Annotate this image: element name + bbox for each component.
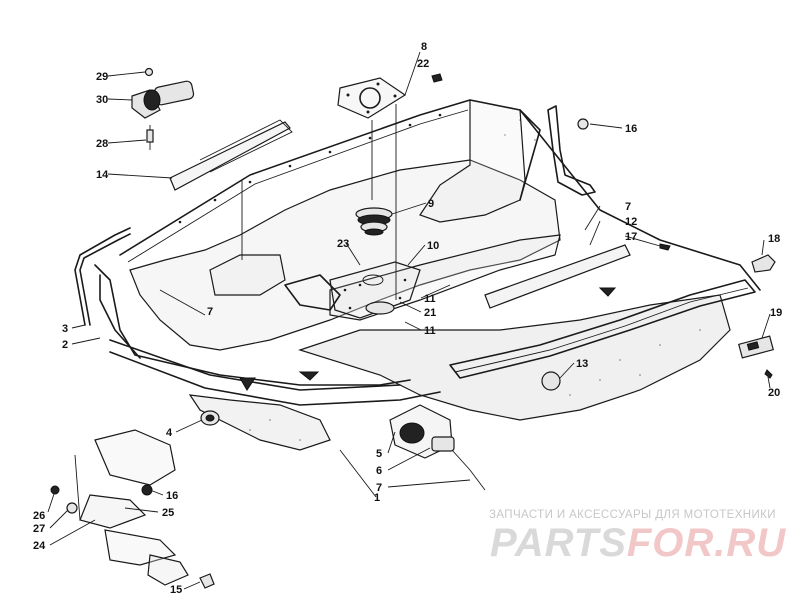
callout-22: 22	[417, 58, 429, 70]
console-plate	[329, 261, 421, 319]
callout-20: 20	[768, 387, 780, 399]
callout-2: 2	[62, 339, 68, 351]
plug-13	[541, 371, 561, 391]
callout-11-upper: 11	[424, 293, 436, 305]
callout-27: 27	[33, 523, 45, 535]
callout-labels: 29 30 28 14 3 2 4 1 5 6 7 8 22 9 10 23 1…	[33, 41, 782, 596]
callout-21: 21	[424, 307, 436, 319]
trim-strip-14	[169, 119, 293, 191]
bumper-wire	[74, 227, 131, 326]
hinge-bracket	[547, 105, 596, 196]
callout-28: 28	[96, 138, 108, 150]
callout-29: 29	[96, 71, 108, 83]
watermark-logo-accent: FOR.RU	[626, 521, 787, 565]
cable-assembly	[389, 404, 486, 491]
callout-24: 24	[33, 540, 46, 552]
callout-15: 15	[170, 584, 182, 596]
callout-1: 1	[374, 492, 380, 504]
callout-14: 14	[96, 169, 109, 181]
steering-boot	[355, 207, 393, 236]
grommet-4-hole	[205, 414, 215, 422]
callout-18: 18	[768, 233, 780, 245]
callout-19: 19	[770, 307, 782, 319]
callout-7-middle: 7	[207, 306, 213, 318]
callout-9: 9	[428, 198, 434, 210]
callout-3: 3	[62, 323, 68, 335]
screw-20	[764, 369, 773, 379]
part-18	[751, 254, 776, 273]
watermark-caption: ЗАПЧАСТИ И АКСЕССУАРЫ ДЛЯ МОТОТЕХНИКИ	[489, 509, 776, 521]
callout-8: 8	[421, 41, 427, 53]
callout-7-bottom: 7	[376, 482, 382, 494]
switch-assembly	[131, 67, 195, 150]
part-19	[737, 335, 775, 359]
callout-5: 5	[376, 448, 382, 460]
steering-plate	[337, 77, 407, 300]
callout-11-lower: 11	[424, 325, 436, 337]
callout-26: 26	[33, 510, 45, 522]
watermark-logo-main: PARTS	[490, 521, 627, 565]
leader-lines	[47, 51, 771, 590]
belly-pan	[94, 99, 761, 451]
callout-16-top: 16	[625, 123, 637, 135]
nut-22	[431, 73, 443, 83]
callout-17: 17	[625, 231, 637, 243]
callout-13: 13	[576, 358, 588, 370]
bracket-assembly	[50, 429, 215, 589]
callout-6: 6	[376, 465, 382, 477]
callout-23: 23	[337, 238, 349, 250]
callout-16-bottom: 16	[166, 490, 178, 502]
callout-12: 12	[625, 216, 637, 228]
inner-panel	[419, 99, 541, 223]
callout-4: 4	[166, 427, 173, 439]
trim-strip-12	[484, 244, 631, 309]
side-bracket	[209, 180, 341, 311]
callout-10: 10	[427, 240, 439, 252]
callout-7-top: 7	[625, 201, 631, 213]
callout-25: 25	[162, 507, 174, 519]
watermark-logo: PARTSFOR.RU	[490, 521, 786, 566]
screw-17	[659, 243, 671, 251]
callout-30: 30	[96, 94, 108, 106]
